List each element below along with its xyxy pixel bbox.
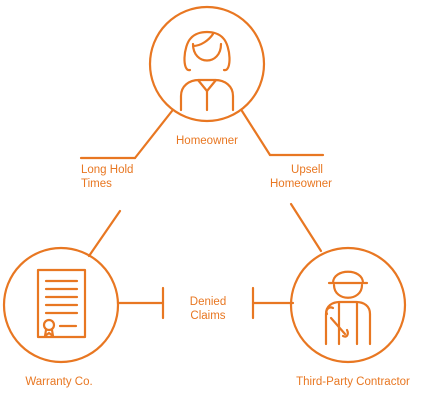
edge-bottom-blocked [116, 286, 295, 320]
node-third-party-contractor [289, 246, 407, 364]
node-warranty-co [2, 246, 120, 364]
edge-left [79, 109, 174, 258]
homeowner-circle [148, 5, 266, 123]
warranty-co-label: Warranty Co. [25, 376, 93, 388]
edge-right-line1: Upsell [291, 164, 323, 176]
contractor-circle [289, 246, 407, 364]
edge-right [240, 109, 325, 253]
edge-right-label: Upsell Homeowner [270, 163, 332, 191]
worker-with-wrench-icon [324, 270, 372, 346]
edge-left-line2: Times [81, 178, 112, 190]
contractor-label: Third-Party Contractor [296, 376, 410, 388]
edge-bottom-line2: Claims [190, 310, 226, 322]
document-certificate-icon [36, 268, 87, 339]
edge-left-label: Long Hold Times [81, 163, 133, 191]
woman-avatar-icon [179, 30, 235, 112]
edge-right-line2: Homeowner [270, 178, 332, 190]
edge-left-line1: Long Hold [81, 164, 134, 176]
edge-bottom-label: Denied Claims [168, 295, 248, 323]
edge-bottom-line1: Denied [189, 296, 227, 308]
homeowner-label: Homeowner [176, 135, 238, 147]
warranty-co-circle [2, 246, 120, 364]
node-homeowner [148, 5, 266, 123]
